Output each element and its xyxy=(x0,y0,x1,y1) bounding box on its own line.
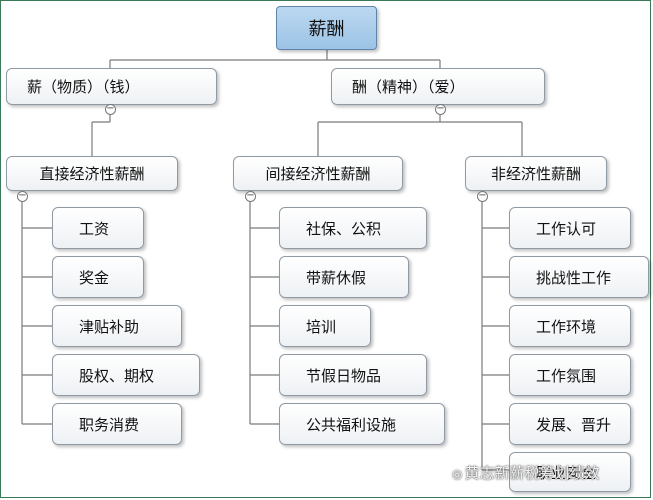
category-label: 非经济性薪酬 xyxy=(490,165,581,183)
leaf-node[interactable]: 社保、公积 xyxy=(279,207,427,249)
collapse-icon[interactable]: − xyxy=(477,190,488,202)
category-node-direct[interactable]: 直接经济性薪酬 xyxy=(6,156,178,191)
leaf-label: 津贴补助 xyxy=(79,317,140,336)
category-node-indirect[interactable]: 间接经济性薪酬 xyxy=(233,156,403,191)
leaf-node[interactable]: 工作认可 xyxy=(509,207,631,249)
watermark: ◎黄志新薪税筹划绩效 xyxy=(452,462,600,483)
leaf-label: 培训 xyxy=(306,317,337,336)
leaf-node[interactable]: 工作环境 xyxy=(509,305,631,347)
leaf-label: 工作认可 xyxy=(536,219,597,238)
leaf-label: 发展、晋升 xyxy=(536,415,612,434)
leaf-node[interactable]: 发展、晋升 xyxy=(509,403,631,445)
root-label: 薪酬 xyxy=(308,19,345,40)
leaf-node[interactable]: 节假日物品 xyxy=(279,354,427,396)
leaf-label: 公共福利设施 xyxy=(306,415,397,434)
level1-label: 薪（物质）（钱） xyxy=(27,78,140,96)
category-label: 直接经济性薪酬 xyxy=(39,165,145,183)
leaf-label: 工资 xyxy=(79,219,110,238)
leaf-node[interactable]: 职务消费 xyxy=(52,403,182,445)
leaf-label: 工作氛围 xyxy=(536,366,597,385)
collapse-icon[interactable]: − xyxy=(245,190,256,202)
leaf-label: 节假日物品 xyxy=(306,366,382,385)
root-node[interactable]: 薪酬 xyxy=(276,6,377,50)
camera-icon: ◎ xyxy=(452,467,463,481)
leaf-label: 奖金 xyxy=(79,268,110,287)
leaf-node[interactable]: 公共福利设施 xyxy=(279,403,445,445)
collapse-icon[interactable]: − xyxy=(105,103,116,115)
leaf-label: 挑战性工作 xyxy=(536,268,612,287)
leaf-label: 职业安全 xyxy=(536,463,597,482)
leaf-label: 股权、期权 xyxy=(79,366,155,385)
category-label: 间接经济性薪酬 xyxy=(265,165,371,183)
leaf-node[interactable]: 带薪休假 xyxy=(279,256,409,298)
leaf-node[interactable]: 奖金 xyxy=(52,256,144,298)
leaf-node[interactable]: 津贴补助 xyxy=(52,305,182,347)
category-node-non-economic[interactable]: 非经济性薪酬 xyxy=(465,156,607,191)
leaf-label: 职务消费 xyxy=(79,415,140,434)
leaf-label: 带薪休假 xyxy=(306,268,367,287)
leaf-label: 社保、公积 xyxy=(306,219,382,238)
leaf-node[interactable]: 培训 xyxy=(279,305,371,347)
leaf-label: 工作环境 xyxy=(536,317,597,336)
collapse-icon[interactable]: − xyxy=(17,190,28,202)
level1-node-spiritual[interactable]: 酬（精神）（爱） xyxy=(331,68,545,105)
leaf-node[interactable]: 挑战性工作 xyxy=(509,256,649,298)
leaf-node[interactable]: 股权、期权 xyxy=(52,354,200,396)
leaf-node[interactable]: 工资 xyxy=(52,207,144,249)
watermark-text: 黄志新薪税筹划绩效 xyxy=(464,464,600,482)
leaf-node[interactable]: 职业安全 xyxy=(509,452,631,492)
leaf-node[interactable]: 工作氛围 xyxy=(509,354,631,396)
level1-label: 酬（精神）（爱） xyxy=(352,78,465,96)
collapse-icon[interactable]: − xyxy=(435,103,446,115)
level1-node-material[interactable]: 薪（物质）（钱） xyxy=(6,68,217,105)
